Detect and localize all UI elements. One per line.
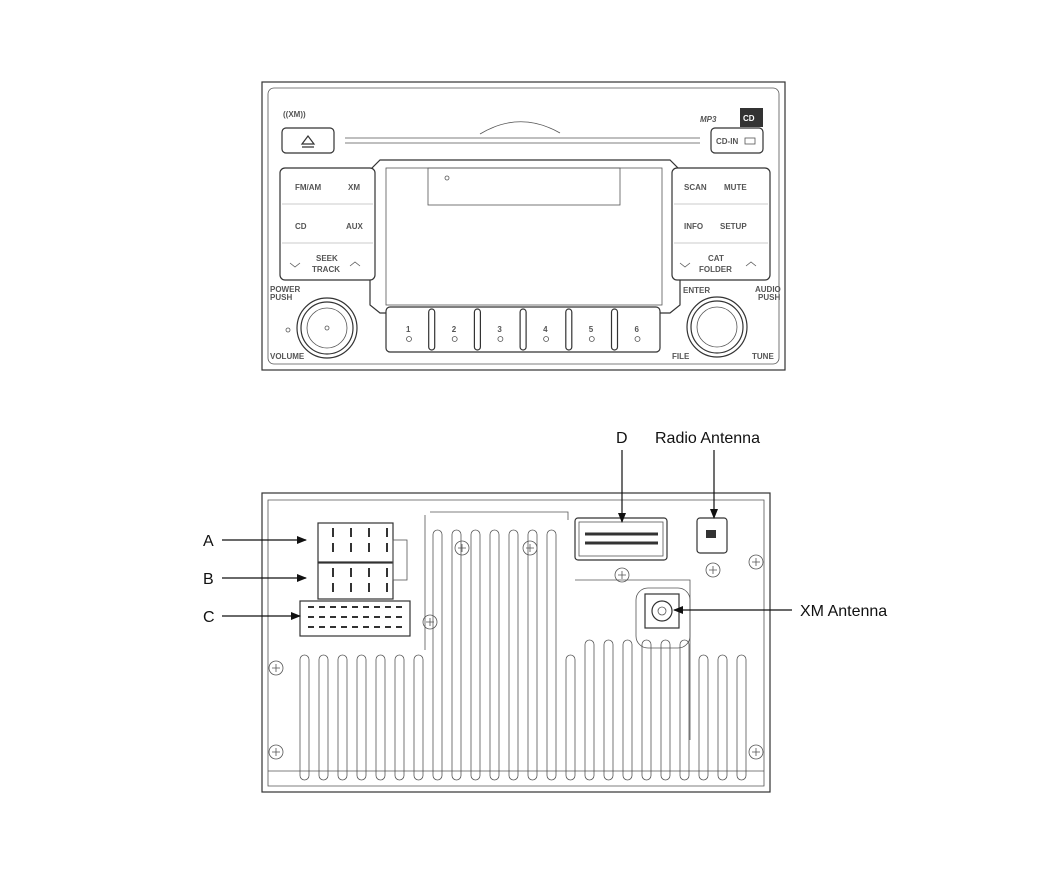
- screw-icon: [454, 540, 470, 556]
- chevron-up-icon: [349, 261, 361, 267]
- screw-icon: [748, 554, 764, 570]
- vent-slot: [489, 529, 500, 781]
- vent-slot: [318, 654, 329, 781]
- svg-text:6: 6: [635, 325, 640, 334]
- vent-slot: [660, 639, 671, 781]
- screw-icon: [748, 744, 764, 760]
- svg-text:5: 5: [589, 325, 594, 334]
- scan-button[interactable]: SCAN: [684, 183, 707, 192]
- vent-slot: [508, 529, 519, 781]
- vent-slot: [299, 654, 310, 781]
- vent-slot: [546, 529, 557, 781]
- vent-slot: [451, 529, 462, 781]
- connector-c: [299, 600, 411, 637]
- vent-slot: [527, 529, 538, 781]
- vent-slot: [698, 654, 709, 781]
- cat-folder-button[interactable]: CAT FOLDER: [679, 254, 757, 274]
- vent-slot: [622, 639, 633, 781]
- vent-slot: [736, 654, 747, 781]
- callout-radio-antenna: Radio Antenna: [655, 430, 760, 447]
- connector-a: [317, 522, 394, 563]
- screw-icon: [422, 614, 438, 630]
- file-label: FILE: [672, 352, 690, 361]
- mute-button[interactable]: MUTE: [724, 183, 747, 192]
- left-button-cluster: FM/AM XM CD AUX SEEK TRACK: [279, 167, 376, 281]
- screw-icon: [522, 540, 538, 556]
- right-button-cluster: SCAN MUTE INFO SETUP CAT FOLDER: [671, 167, 771, 281]
- vent-slot: [394, 654, 405, 781]
- svg-text:FOLDER: FOLDER: [699, 265, 732, 274]
- svg-text:3: 3: [497, 325, 502, 334]
- connector-d: [574, 517, 668, 561]
- svg-text:SEEK: SEEK: [316, 254, 338, 263]
- preset-button-5[interactable]: 5: [565, 308, 595, 351]
- vent-slot: [356, 654, 367, 781]
- screw-icon: [614, 567, 630, 583]
- audio-push-label: PUSH: [758, 293, 780, 302]
- svg-text:TRACK: TRACK: [312, 265, 340, 274]
- screw-icon: [268, 660, 284, 676]
- volume-label: VOLUME: [270, 352, 305, 361]
- callout-c: C: [203, 609, 215, 626]
- tune-label: TUNE: [752, 352, 774, 361]
- enter-label: ENTER: [683, 286, 710, 295]
- eject-button[interactable]: [281, 127, 335, 154]
- tune-knob[interactable]: [686, 296, 748, 358]
- preset-button-4[interactable]: 4: [519, 308, 549, 351]
- chevron-up-icon: [745, 261, 757, 267]
- vent-slot: [470, 529, 481, 781]
- aux-button[interactable]: AUX: [346, 222, 364, 231]
- vent-slot: [432, 529, 443, 781]
- info-button[interactable]: INFO: [684, 222, 703, 231]
- push-label: PUSH: [270, 293, 292, 302]
- xm-button[interactable]: XM: [348, 183, 360, 192]
- cd-logo: CD: [740, 108, 763, 127]
- power-label: POWER: [270, 285, 300, 294]
- svg-text:CD: CD: [743, 114, 755, 123]
- callout-b: B: [203, 571, 214, 588]
- vent-slot: [641, 639, 652, 781]
- connector-b: [317, 562, 394, 600]
- vent-slot: [679, 639, 690, 781]
- svg-text:CD-IN: CD-IN: [716, 137, 738, 146]
- preset-buttons: 1 2 3 4 5 6: [385, 306, 661, 353]
- preset-button-2[interactable]: 2: [428, 308, 458, 351]
- vent-slot: [337, 654, 348, 781]
- preset-button-3[interactable]: 3: [473, 308, 504, 351]
- chevron-down-icon: [679, 262, 691, 268]
- screw-icon: [705, 562, 721, 578]
- display: [369, 159, 681, 314]
- audio-label: AUDIO: [755, 285, 781, 294]
- cd-button[interactable]: CD: [295, 222, 307, 231]
- vent-slot: [603, 639, 614, 781]
- rear-panel: A B C D Radio Antenna XM Antenna: [203, 430, 887, 793]
- svg-text:CAT: CAT: [708, 254, 724, 263]
- svg-text:4: 4: [543, 325, 548, 334]
- callout-xm-antenna: XM Antenna: [800, 603, 887, 620]
- screw-icon: [268, 744, 284, 760]
- callout-d: D: [616, 430, 628, 447]
- xm-logo: ((XM)): [283, 110, 306, 119]
- fm-am-button[interactable]: FM/AM: [295, 183, 322, 192]
- radio-antenna-jack: [696, 517, 728, 554]
- setup-button[interactable]: SETUP: [720, 222, 747, 231]
- preset-button-1[interactable]: 1: [406, 325, 412, 342]
- mp3-logo: MP3: [700, 115, 717, 124]
- vent-slot: [565, 654, 576, 781]
- svg-text:2: 2: [452, 325, 457, 334]
- front-panel: ((XM)) MP3 CD CD-IN: [261, 81, 786, 371]
- svg-text:1: 1: [406, 325, 411, 334]
- preset-button-6[interactable]: 6: [610, 308, 641, 351]
- vent-slot: [717, 654, 728, 781]
- seek-track-button[interactable]: SEEK TRACK: [289, 254, 361, 274]
- volume-knob[interactable]: [296, 297, 358, 359]
- vent-slot: [584, 639, 595, 781]
- eject-icon: [300, 135, 316, 148]
- cd-slot: [345, 121, 700, 144]
- callout-a: A: [203, 533, 214, 550]
- chevron-down-icon: [289, 262, 301, 268]
- cd-in-button[interactable]: CD-IN: [710, 127, 764, 154]
- vent-slot: [413, 654, 424, 781]
- vent-slot: [375, 654, 386, 781]
